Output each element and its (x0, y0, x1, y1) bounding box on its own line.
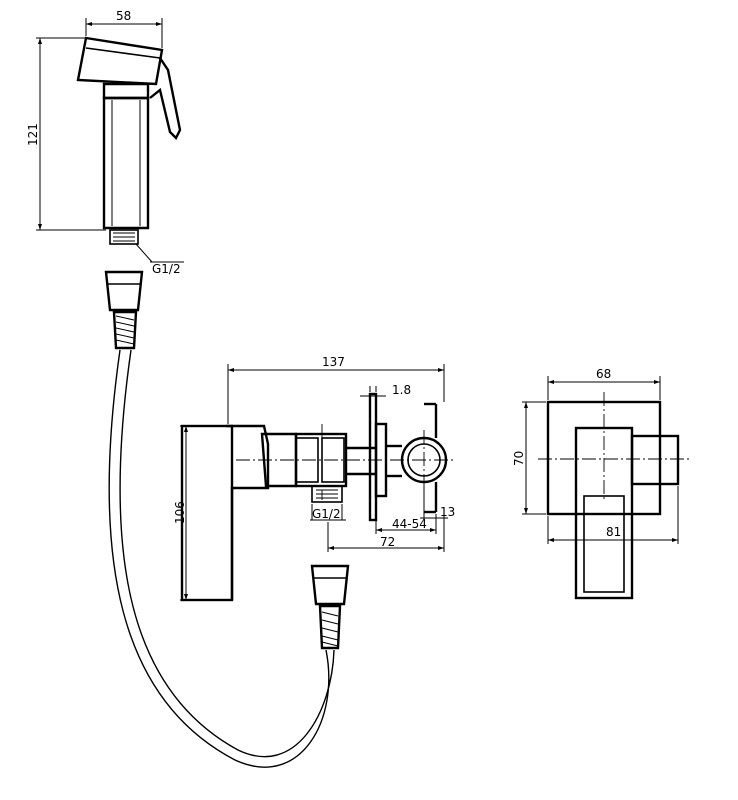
dim-valve-height: 106 (173, 501, 187, 524)
dim-side-height: 70 (512, 451, 526, 466)
label-handshower-thread: G1/2 (152, 262, 181, 276)
dim-wall-depth: 44-54 (392, 517, 427, 531)
dim-side-depth: 81 (606, 525, 621, 539)
valve-dimensions: 137 1.8 106 G1/2 13 44-54 (173, 355, 455, 601)
dim-flange-thickness: 1.8 (392, 383, 411, 397)
dim-handshower-width: 58 (116, 9, 131, 23)
dim-outlet-offset: 72 (380, 535, 395, 549)
valve-side-view (538, 392, 690, 600)
dim-side-width: 68 (596, 367, 611, 381)
valve-front-view (180, 392, 456, 602)
hand-shower (76, 36, 182, 245)
hose (104, 270, 350, 768)
side-dimensions: 68 70 81 (512, 367, 679, 544)
dim-valve-width: 137 (322, 355, 345, 369)
label-outlet-thread: G1/2 (312, 507, 341, 521)
dim-holder-offset: 13 (440, 505, 455, 519)
dim-handshower-height: 121 (26, 123, 40, 146)
handshower-dimensions: 58 121 G1/2 (26, 9, 184, 276)
